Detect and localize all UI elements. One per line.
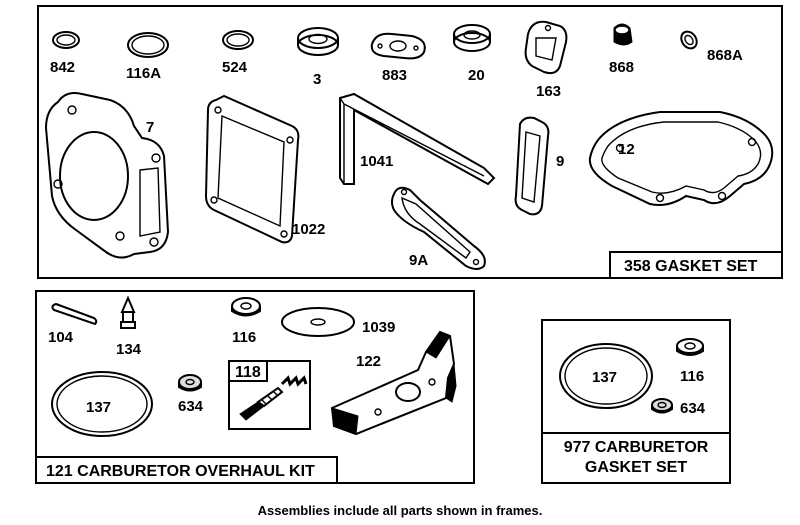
part-1022-label: 1022 [292, 221, 325, 238]
part-116: 116 [231, 297, 261, 346]
carb-set-part-116-label: 116 [680, 368, 704, 385]
part-1039-label: 1039 [362, 319, 395, 336]
overhaul-kit-frame: 121 CARBURETOR OVERHAUL KIT [35, 290, 475, 484]
gasket-set-title: 358 GASKET SET [624, 258, 758, 275]
gasket-set-border [37, 5, 783, 279]
carb-set-part-634-label: 634 [680, 400, 706, 417]
part-9a-label: 9A [409, 252, 428, 269]
carb-gasket-set-frame: 977 CARBURETOR GASKET SET [541, 319, 731, 484]
mixture-screw [239, 386, 284, 421]
footnote: Assemblies include all parts shown in fr… [257, 503, 543, 518]
part-1039: 1039 [281, 307, 395, 337]
part-1041: 1041 [339, 92, 496, 186]
part-137: 137 [51, 371, 153, 437]
part-134-label: 134 [116, 341, 142, 358]
part-634-label: 634 [178, 398, 204, 415]
sub-kit-118-title-box [228, 360, 268, 382]
part-634: 634 [178, 374, 204, 415]
part-122-label: 122 [356, 353, 381, 370]
sub-kit-118-title: 118 [235, 364, 261, 381]
carb-gasket-set-title-line2: GASKET SET [585, 459, 687, 476]
part-842: 842 [50, 31, 80, 76]
part-20: 20 [453, 24, 491, 84]
part-883: 883 [370, 32, 426, 84]
overhaul-kit-title: 121 CARBURETOR OVERHAUL KIT [46, 463, 315, 480]
part-163: 163 [524, 20, 568, 100]
carb-set-part-137: 137 [559, 343, 653, 409]
part-116a: 116A [126, 32, 169, 82]
part-163-label: 163 [536, 83, 561, 100]
part-524: 524 [222, 30, 254, 76]
part-104-label: 104 [48, 329, 74, 346]
part-12-label: 12 [618, 141, 635, 158]
part-524-label: 524 [222, 59, 248, 76]
gasket-set-frame: 358 GASKET SET [37, 5, 783, 279]
part-3: 3 [297, 27, 339, 88]
part-1041-label: 1041 [360, 153, 393, 170]
overhaul-kit-title-box [35, 456, 338, 484]
part-9: 9 [514, 116, 564, 216]
part-122: 122 [330, 330, 457, 436]
carb-set-part-137-label: 137 [592, 369, 617, 386]
part-868: 868 [609, 23, 634, 76]
part-116a-label: 116A [126, 65, 161, 82]
gasket-set-title-box [609, 251, 783, 279]
part-12: 12 [588, 111, 774, 206]
part-116-label: 116 [232, 329, 256, 346]
part-137-label: 137 [86, 399, 111, 416]
part-868a-label: 868A [707, 47, 743, 64]
part-1022: 1022 [204, 94, 325, 244]
carb-gasket-set-title-line1: 977 CARBURETOR [564, 439, 709, 456]
sub-kit-118-border [228, 360, 311, 430]
part-20-label: 20 [468, 67, 485, 84]
carb-set-part-634: 634 [651, 398, 706, 417]
overhaul-kit-border [35, 290, 475, 484]
sub-kit-118-frame: 118 [228, 360, 311, 430]
part-9-label: 9 [556, 153, 564, 170]
part-868-label: 868 [609, 59, 634, 76]
part-883-label: 883 [382, 67, 407, 84]
part-3-label: 3 [313, 71, 321, 88]
carb-gasket-set-title-box [541, 432, 731, 484]
part-842-label: 842 [50, 59, 75, 76]
part-134: 134 [116, 295, 142, 358]
part-868a: 868A [680, 30, 743, 64]
carb-set-part-116: 116 [676, 338, 704, 385]
part-7: 7 [44, 92, 170, 259]
spring [280, 375, 308, 387]
part-9a: 9A [391, 186, 486, 270]
part-7-label: 7 [146, 119, 154, 136]
part-104: 104 [48, 302, 98, 346]
